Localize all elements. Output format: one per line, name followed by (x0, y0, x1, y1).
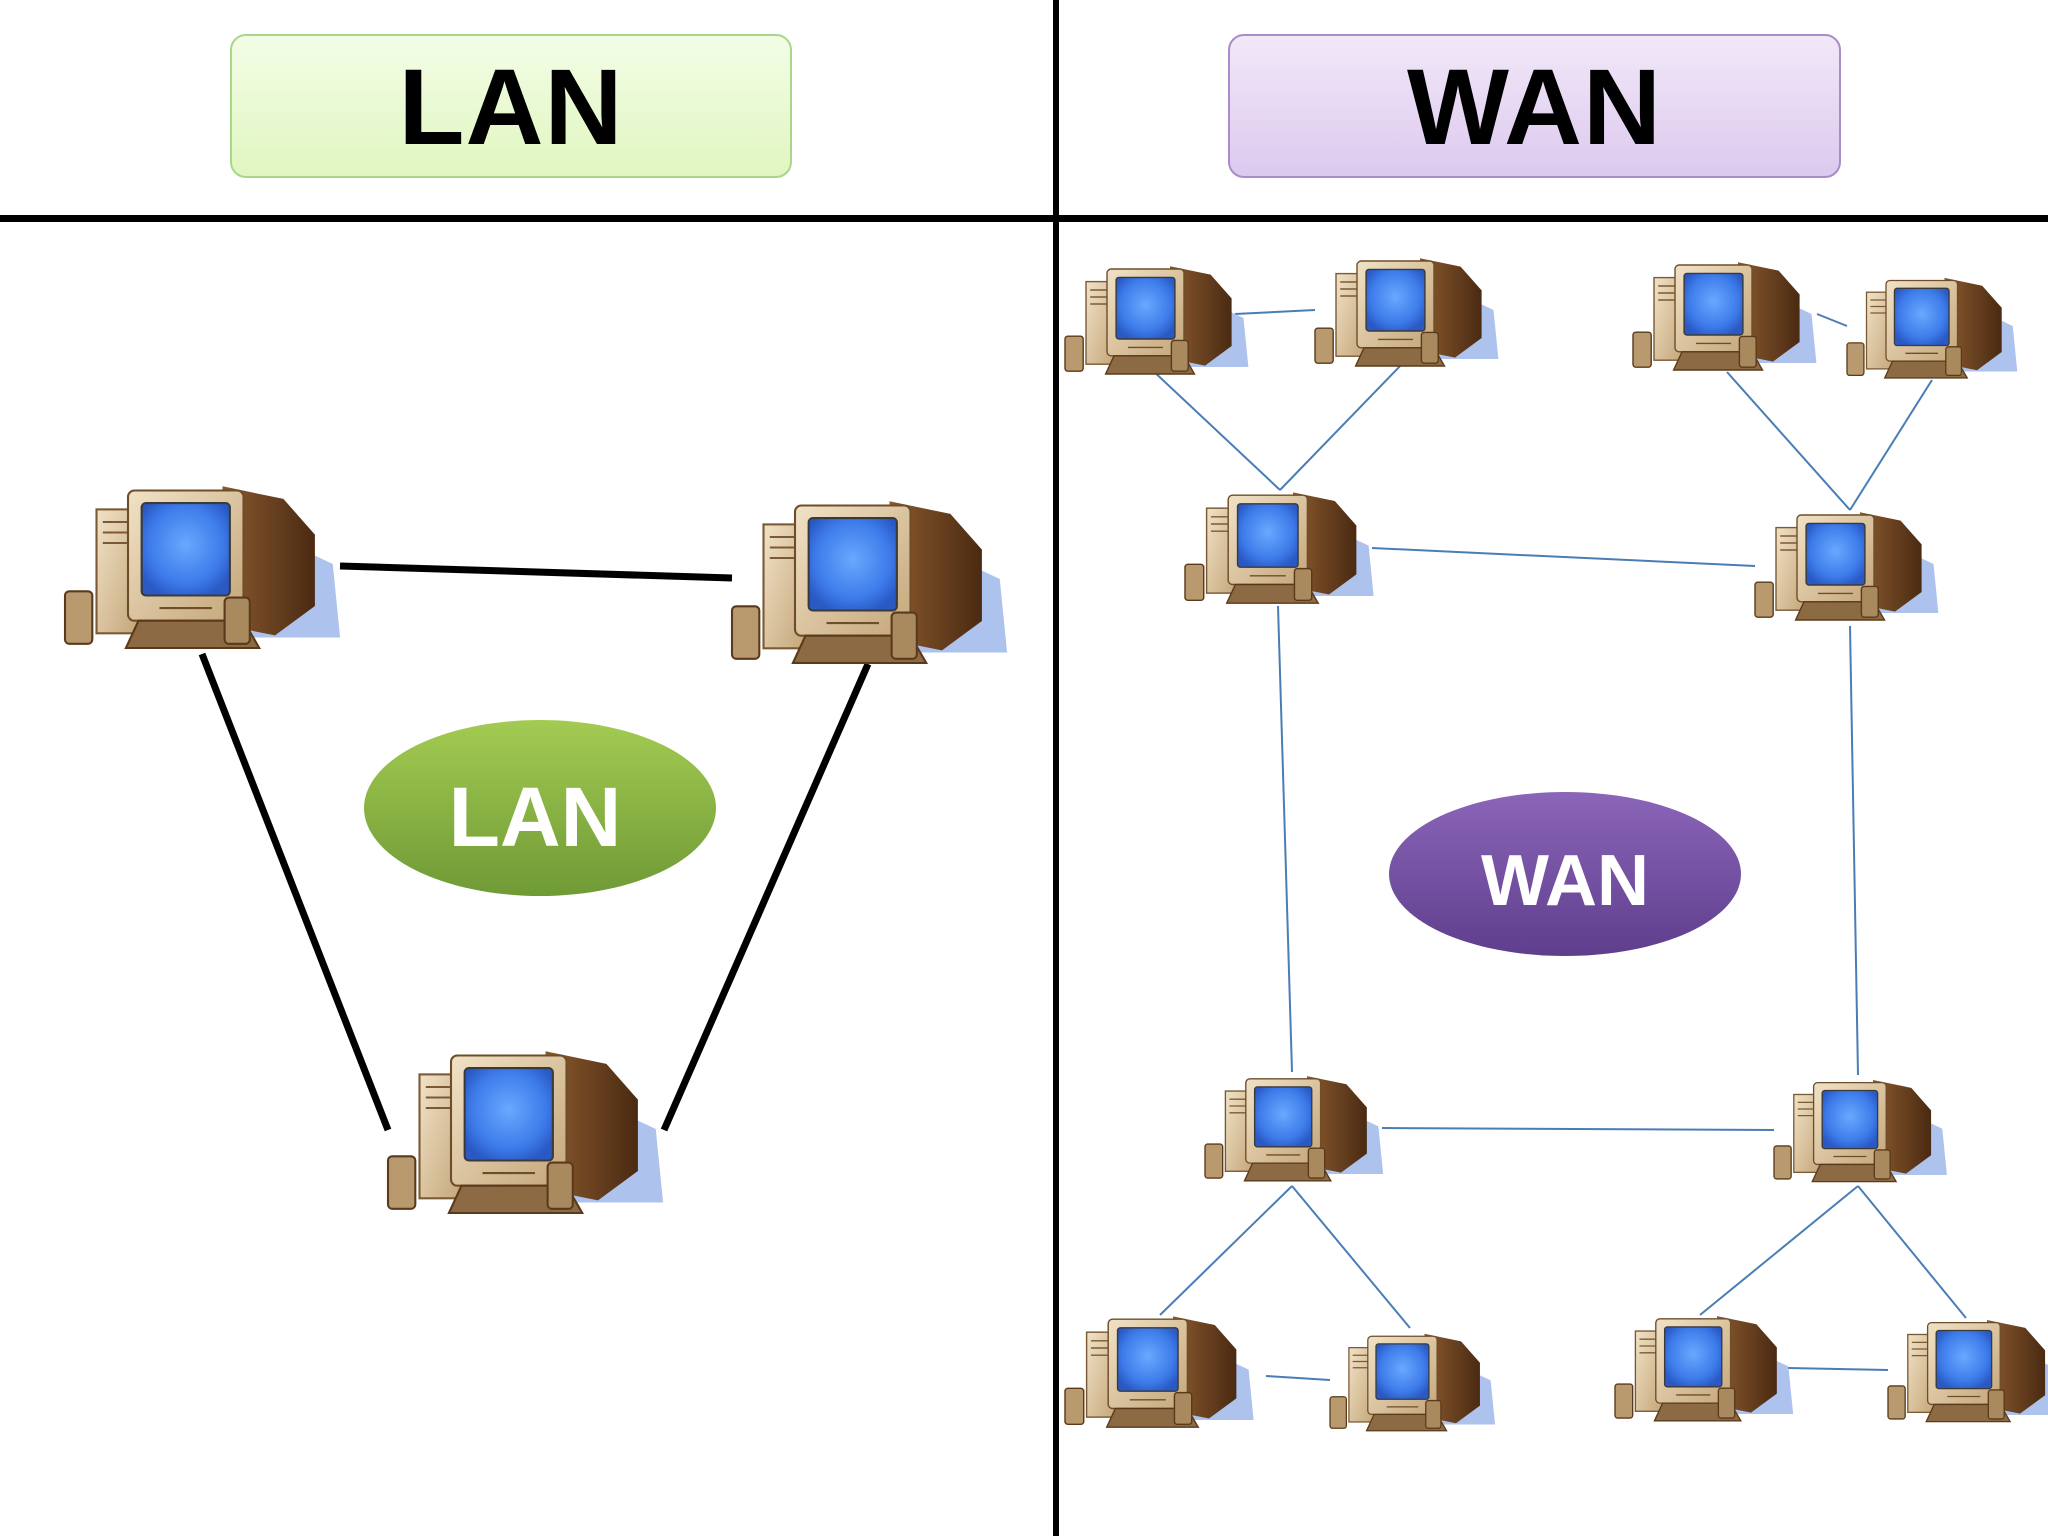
lan-header-label: LAN (398, 45, 624, 167)
wan-link (1234, 309, 1316, 315)
wan-computer-icon (1754, 511, 1940, 621)
wan-link (1381, 1127, 1775, 1131)
wan-oval: WAN (1389, 792, 1741, 956)
lan-computer-icon (386, 1050, 665, 1215)
wan-computer-icon (1204, 1075, 1384, 1182)
wan-link (1159, 1185, 1293, 1316)
wan-link (1279, 363, 1403, 491)
wan-link (1265, 1375, 1331, 1381)
lan-oval: LAN (364, 720, 716, 896)
wan-link (1371, 547, 1756, 567)
lan-computer-icon (63, 485, 342, 650)
wan-computer-icon (1887, 1319, 2048, 1423)
wan-computer-icon (1064, 1315, 1255, 1428)
wan-computer-icon (1314, 257, 1500, 367)
wan-oval-label: WAN (1481, 841, 1649, 921)
wan-computer-icon (1064, 265, 1250, 375)
lan-links (198, 562, 872, 1132)
wan-computer-icon (1846, 277, 2018, 379)
lan-computer-icon (730, 500, 1009, 665)
wan-link (1857, 1185, 1967, 1319)
wan-link (1849, 379, 1933, 511)
lan-header: LAN (230, 34, 792, 178)
lan-link (198, 652, 392, 1132)
wan-link (1149, 367, 1281, 491)
lan-link (660, 662, 872, 1132)
lan-oval-label: LAN (449, 770, 622, 864)
wan-computer-icon (1329, 1333, 1496, 1432)
wan-link (1787, 1367, 1889, 1371)
wan-link (1291, 1185, 1411, 1329)
wan-link (1726, 371, 1851, 511)
wan-link (1699, 1185, 1859, 1316)
wan-computer-icon (1773, 1079, 1948, 1183)
wan-links (1149, 309, 1967, 1381)
wan-link (1277, 605, 1293, 1073)
wan-computer-icon (1614, 1315, 1794, 1422)
vertical-divider (1053, 0, 1059, 1536)
wan-computer-icon (1184, 491, 1375, 604)
lan-link (339, 562, 733, 582)
wan-header-label: WAN (1407, 45, 1662, 167)
wan-header: WAN (1228, 34, 1841, 178)
wan-computer-icon (1632, 261, 1818, 371)
wan-link (1849, 625, 1859, 1076)
wan-link (1816, 313, 1848, 327)
horizontal-divider (0, 215, 2048, 222)
